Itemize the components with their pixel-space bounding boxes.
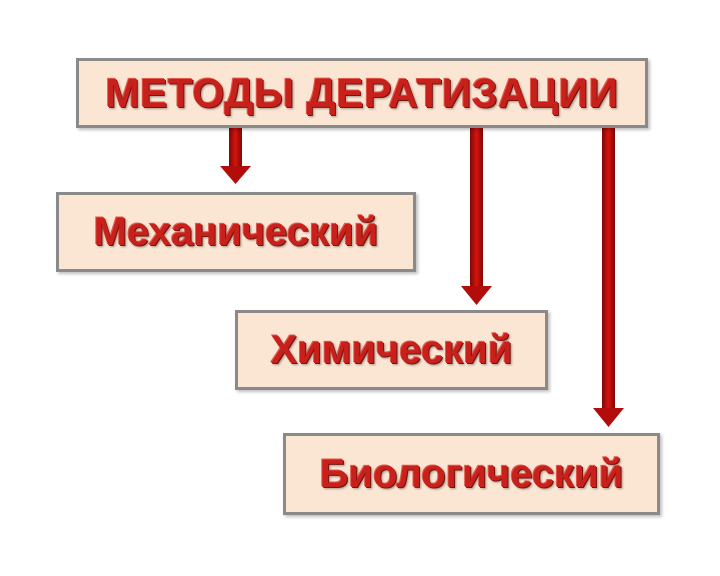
method-label-mechanical: Механический <box>93 209 379 254</box>
method-box-chemical: Химический <box>235 310 548 390</box>
method-label-chemical: Химический <box>270 327 513 372</box>
arrow-to-chemical <box>461 128 492 305</box>
method-box-biological: Биологический <box>283 433 660 515</box>
arrow-to-biological <box>593 128 624 427</box>
method-label-biological: Биологический <box>319 451 624 496</box>
method-box-mechanical: Механический <box>56 192 416 272</box>
title-box: МЕТОДЫ ДЕРАТИЗАЦИИ <box>76 58 648 128</box>
diagram-title: МЕТОДЫ ДЕРАТИЗАЦИИ <box>105 69 619 116</box>
arrow-to-mechanical <box>220 128 251 184</box>
